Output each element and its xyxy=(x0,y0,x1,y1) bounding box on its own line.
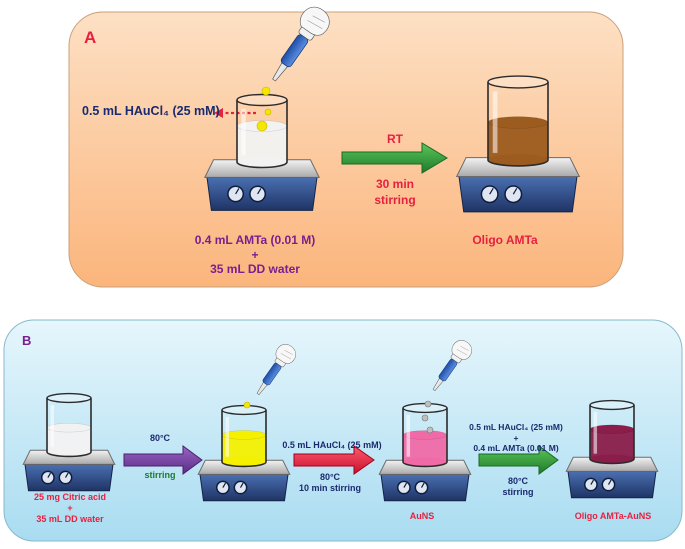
panel-a-label: A xyxy=(84,28,97,47)
panel-a-mix-line1: 0.4 mL AMTa (0.01 M) xyxy=(194,233,316,247)
arrow-a-rt xyxy=(341,142,448,174)
droplet xyxy=(261,86,271,96)
panel-b-step3-reagent2: 0.4 mL AMTa (0.01 M) xyxy=(473,443,559,453)
droplet xyxy=(256,120,268,132)
arrow-b-step3 xyxy=(478,445,559,475)
arrow-b-step1 xyxy=(123,445,203,475)
panel-b-step3-action: stirring xyxy=(502,487,534,497)
panel-b-label: B xyxy=(22,333,32,348)
panel-b-background xyxy=(3,319,683,542)
panel-a-condition-time: 30 min xyxy=(375,177,414,191)
pour-arrow xyxy=(214,108,256,118)
pipette-b-1 xyxy=(256,344,296,395)
stirrer-b-1 xyxy=(22,392,116,492)
panel-a-mix-plus: + xyxy=(251,248,259,262)
panel-b-step1-action: stirring xyxy=(144,470,176,480)
stirrer-b-4 xyxy=(565,399,659,499)
knob-icon xyxy=(233,480,248,495)
droplet xyxy=(424,400,432,408)
panel-b-step2-reagent: 0.5 mL HAuCl₄ (25 mM) xyxy=(282,440,382,450)
stirrer-b-2 xyxy=(197,404,291,502)
panel-b-step1-temp: 80°C xyxy=(149,433,171,443)
panel-b-step2-temp: 80°C xyxy=(319,472,341,482)
panel-b-product-label: Oligo AMTa-AuNS xyxy=(574,511,652,521)
droplet xyxy=(421,414,429,422)
panel-b-step3-reagent1: 0.5 mL HAuCl₄ (25 mM) xyxy=(469,422,563,432)
panel-b-start-line1: 25 mg Citric acid xyxy=(33,492,107,502)
panel-b-step3-temp: 80°C xyxy=(507,476,529,486)
panel-a-background xyxy=(68,11,624,288)
panel-a-reagent-label: 0.5 mL HAuCl₄ (25 mM) xyxy=(82,104,220,118)
droplet xyxy=(426,426,434,434)
panel-b-intermediate-label: AuNS xyxy=(409,511,435,521)
arrow-b-step2 xyxy=(293,445,375,475)
panel-a-mix-line2: 35 mL DD water xyxy=(210,262,300,276)
droplet xyxy=(264,108,272,116)
panel-a-product-label: Oligo AMTa xyxy=(472,233,538,247)
pipette-a xyxy=(272,6,330,82)
panel-a-condition-temp: RT xyxy=(387,132,403,146)
panel-a-condition-action: stirring xyxy=(374,193,416,207)
panel-b-start-plus: + xyxy=(67,503,73,513)
pipette-b-2 xyxy=(432,340,472,391)
panel-b-step3-plus: + xyxy=(513,433,519,443)
panel-b-step2-action: 10 min stirring xyxy=(298,483,361,493)
stirrer-a-right xyxy=(455,75,581,213)
droplet xyxy=(243,401,251,409)
panel-b-start-line2: 35 mL DD water xyxy=(36,514,104,524)
equipment-layer xyxy=(22,6,659,502)
stirrer-b-3 xyxy=(378,402,472,502)
